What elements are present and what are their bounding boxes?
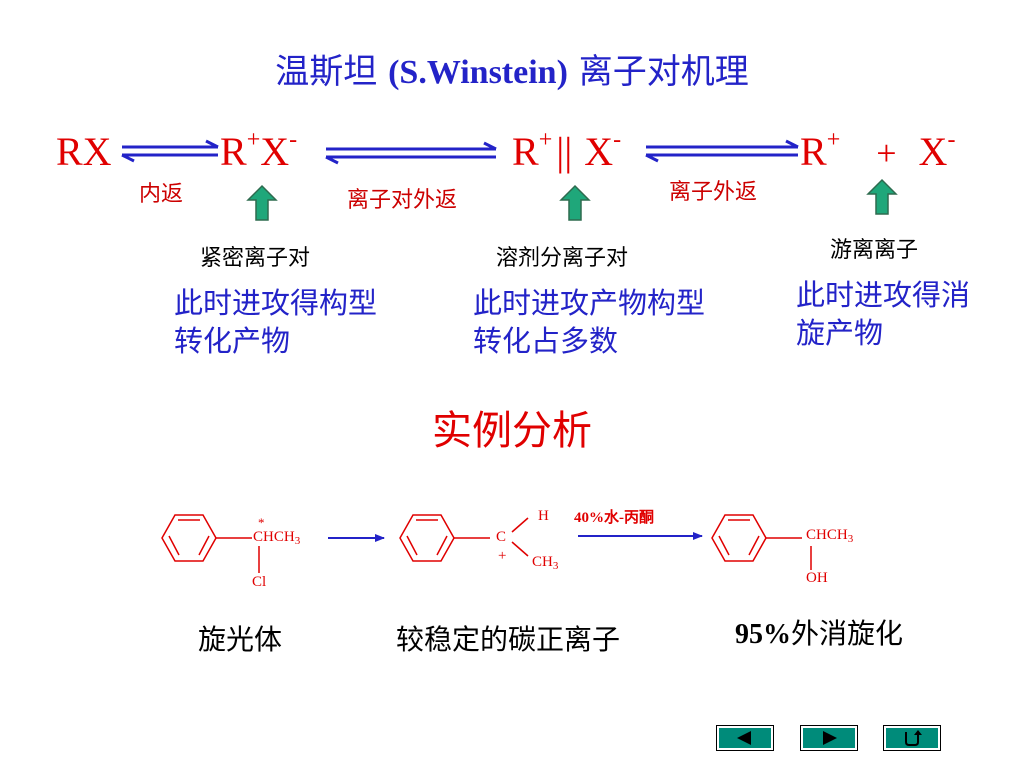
carbocation-hydrogen: H bbox=[538, 508, 549, 524]
label-tight-ion-pair: 紧密离子对 bbox=[200, 246, 311, 271]
next-button-face bbox=[803, 728, 855, 748]
return-button-face bbox=[886, 728, 938, 748]
product-hydroxyl: OH bbox=[806, 570, 828, 586]
x-symbol: X bbox=[918, 129, 948, 174]
reactant-chain-text: CHCH bbox=[253, 529, 295, 545]
triangle-right-icon bbox=[823, 731, 837, 745]
reactant-chain-subscript: 3 bbox=[294, 535, 301, 547]
species-rx: RX bbox=[56, 129, 112, 174]
minus-charge: - bbox=[947, 127, 956, 153]
x-symbol: X bbox=[260, 129, 290, 174]
r-symbol: R bbox=[220, 129, 247, 174]
benzene-ring-product bbox=[711, 514, 812, 570]
minus-charge: - bbox=[613, 127, 622, 153]
x-symbol: X bbox=[584, 129, 614, 174]
prev-button-face bbox=[719, 728, 771, 748]
carbocation-charge: + bbox=[498, 548, 507, 564]
equilibrium-arrow-3 bbox=[645, 139, 799, 163]
title-latin-part: (S.Winstein) bbox=[388, 54, 568, 91]
plus-charge: + bbox=[538, 127, 553, 153]
label-pair-external-return: 离子对外返 bbox=[347, 188, 458, 213]
caption-product: 95%外消旋化 bbox=[735, 612, 903, 652]
label-solvent-separated-pair: 溶剂分离子对 bbox=[496, 246, 629, 271]
species-free-ions: R++X- bbox=[800, 127, 956, 175]
return-button[interactable] bbox=[883, 725, 941, 751]
note-solvent-separated: 此时进攻产物构型转化占多数 bbox=[473, 286, 706, 358]
benzene-ring-carbocation bbox=[399, 514, 529, 562]
caption-product-text: 外消旋化 bbox=[791, 617, 904, 650]
r-symbol: R bbox=[512, 129, 539, 174]
product-chain: CHCH3 bbox=[806, 527, 854, 545]
reactant-chain: CHCH3 bbox=[253, 529, 301, 547]
note-tight: 此时进攻得构型转化产物 bbox=[174, 286, 378, 358]
equilibrium-arrow-2 bbox=[325, 141, 497, 165]
up-arrow-icon bbox=[559, 184, 591, 221]
label-ion-external-return: 离子外返 bbox=[669, 180, 758, 205]
r-symbol: R bbox=[800, 129, 827, 174]
product-chain-text: CHCH bbox=[806, 527, 848, 543]
reactant-chloride: Cl bbox=[252, 574, 267, 590]
note-free: 此时进攻得消旋产物 bbox=[796, 278, 971, 350]
species-tight-ion-pair: R+X- bbox=[220, 127, 298, 174]
minus-charge: - bbox=[289, 127, 298, 153]
product-chain-subscript: 3 bbox=[847, 533, 854, 545]
carbocation-carbon: C bbox=[496, 529, 507, 545]
label-free-ions: 游离离子 bbox=[830, 238, 919, 263]
equilibrium-arrow-1 bbox=[121, 139, 219, 163]
plus-charge: + bbox=[246, 127, 261, 153]
up-arrow-icon bbox=[246, 184, 278, 221]
caption-reactant: 旋光体 bbox=[198, 623, 283, 656]
label-inner-return: 内返 bbox=[139, 182, 184, 207]
page-title: 温斯坦 (S.Winstein) 离子对机理 bbox=[0, 44, 1024, 93]
carbocation-methyl-subscript: 3 bbox=[552, 560, 559, 572]
species-solvent-separated-pair: R+||X- bbox=[512, 127, 622, 174]
reaction-condition: 40%水-丙酮 bbox=[574, 510, 654, 526]
caption-product-percent: 95% bbox=[735, 619, 791, 650]
up-arrow-icon bbox=[866, 178, 898, 215]
triangle-left-icon bbox=[737, 731, 751, 745]
chiral-star: * bbox=[258, 515, 265, 530]
title-cn-part1: 温斯坦 bbox=[275, 52, 378, 92]
separator: || bbox=[556, 129, 573, 174]
carbocation-methyl: CH3 bbox=[532, 554, 559, 572]
plus-charge: + bbox=[826, 127, 841, 153]
carbocation-methyl-text: CH bbox=[532, 554, 553, 570]
caption-intermediate: 较稳定的碳正离子 bbox=[396, 623, 621, 656]
title-cn-part2: 离子对机理 bbox=[578, 52, 749, 92]
next-slide-button[interactable] bbox=[800, 725, 858, 751]
benzene-ring-reactant bbox=[161, 514, 260, 573]
return-icon bbox=[905, 730, 922, 746]
example-title: 实例分析 bbox=[432, 408, 592, 454]
prev-slide-button[interactable] bbox=[716, 725, 774, 751]
plus-sign: + bbox=[876, 133, 897, 173]
